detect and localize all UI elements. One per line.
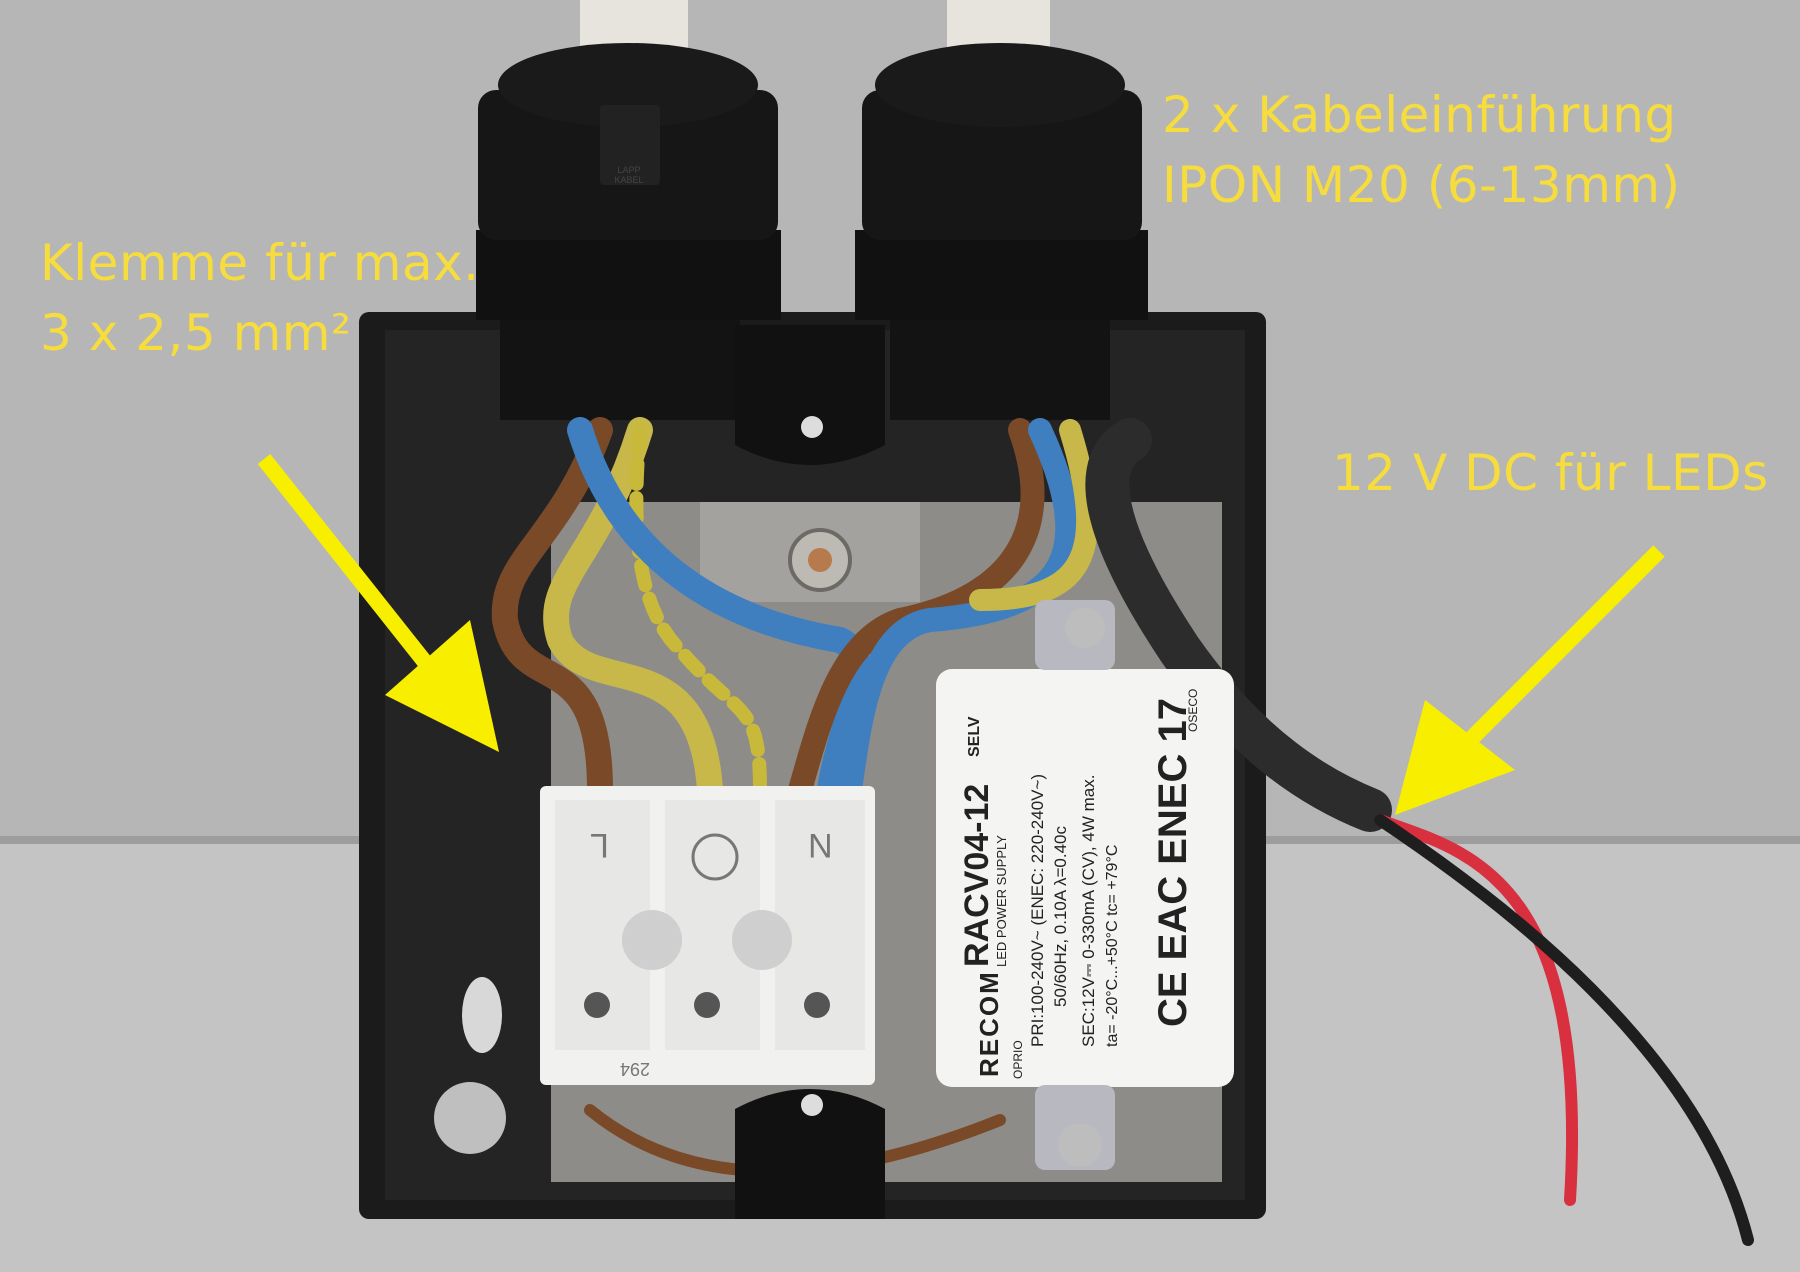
psu-secondary: SEC:12V⎓ 0-330mA (CV), 4W max. [1079,774,1098,1047]
cable-gland-right [855,43,1148,420]
dc-wire-red [1374,814,1578,1206]
psu-type: LED POWER SUPPLY [994,835,1009,967]
dc-wire-black [1374,814,1754,1246]
psu-primary: PRI:100-240V~ (ENEC: 220-240V~) [1028,773,1047,1047]
led-power-supply [936,669,1234,1087]
annotation-dc-output: 12 V DC für LEDs [1332,444,1769,502]
lid-hinge-top [735,325,885,465]
dc-output-cable [1085,418,1392,832]
psu-primary2: 50/60Hz, 0.10A λ=0.40c [1051,826,1070,1007]
psu-model: RACV04-12 [958,783,996,967]
ground-screw [434,1082,506,1154]
annotation-terminal-2: 3 x 2,5 mm² [40,304,352,362]
psu-pri-marker: OPRIO [1011,1040,1025,1079]
arrow-to-terminal [257,454,499,752]
psu-cert-marks: CE EAC ENEC 17 [1151,698,1195,1027]
annotation-cable-glands-1: 2 x Kabeleinführung [1162,86,1677,144]
terminal-block [540,786,875,1085]
annotation-terminal-1: Klemme für max. [40,234,480,292]
terminal-label-l: L [590,826,609,864]
psu-temps: ta= -20°C...+50°C tc= +79°C [1104,844,1121,1047]
lid-hinge-bottom [735,1089,885,1219]
mains-wires [491,417,1099,1178]
terminal-label-n: N [808,826,833,864]
psu-label: RECOM RACV04-12 LED POWER SUPPLY SELV PR… [936,669,1234,1087]
terminal-part-number: 294 [620,1059,651,1079]
cable-gland-left [476,43,781,420]
annotation-cable-glands-2: IPON M20 (6-13mm) [1162,156,1681,214]
mounting-slot [462,977,502,1053]
arrow-to-dc-cable [1395,545,1665,815]
psu-brand: RECOM [974,970,1004,1077]
gland-brand: LAPP KABEL [614,165,644,185]
psu-selv: SELV [966,716,983,757]
